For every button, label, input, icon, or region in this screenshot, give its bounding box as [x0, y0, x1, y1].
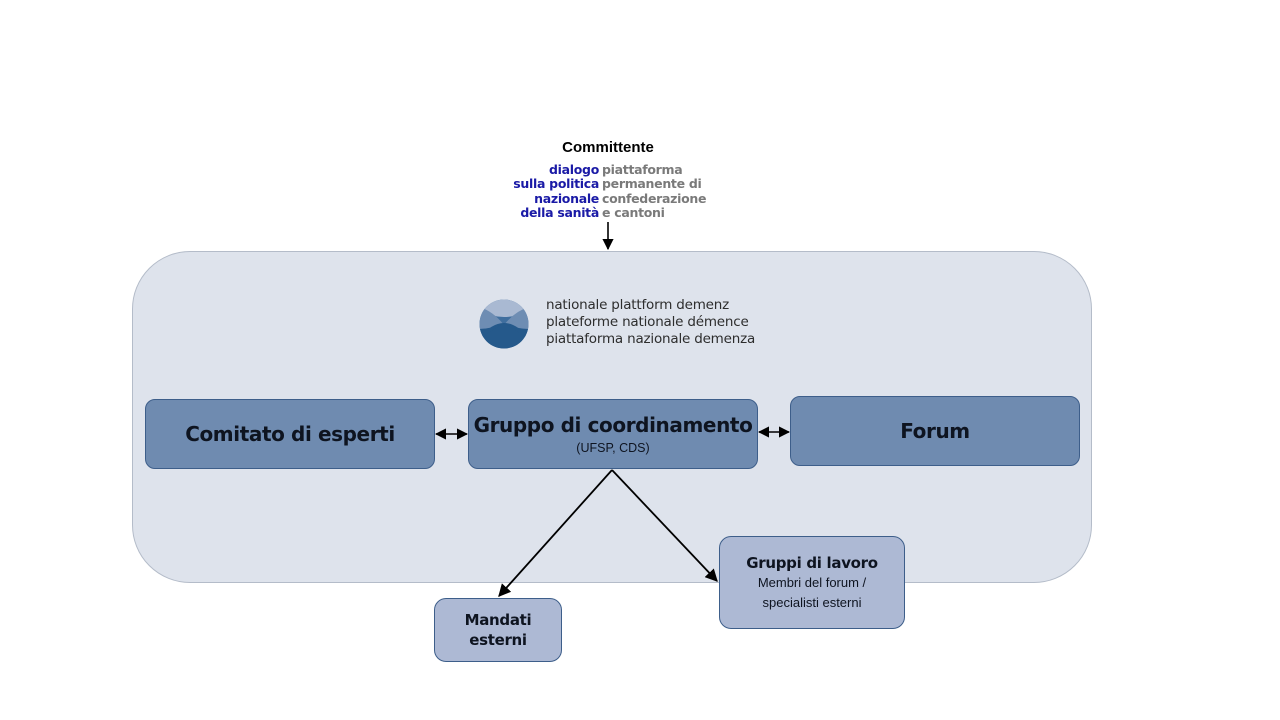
node-gruppo-di-coordinamento: Gruppo di coordinamento (UFSP, CDS) — [468, 399, 758, 469]
dialogo-logo-row: nazionale confederazione — [480, 190, 740, 206]
platform-globe-icon — [479, 299, 529, 349]
node-title: Gruppo di coordinamento — [473, 413, 753, 437]
dialogo-logo-left: della sanità — [520, 205, 599, 221]
dialogo-logo-row: dialogo piattaforma — [480, 162, 740, 177]
node-subtitle-line1: Membri del forum / — [757, 574, 867, 590]
dialogo-logo: dialogo piattaforma sulla politica perma… — [480, 162, 740, 221]
platform-name-de: nationale plattform demenz — [546, 297, 730, 313]
dialogo-logo-left: sulla politica — [513, 176, 599, 192]
node-title: Forum — [900, 419, 970, 443]
node-title: Gruppi di lavoro — [746, 553, 878, 572]
node-mandati-esterni: Mandati esterni — [434, 598, 562, 662]
dialogo-logo-left: nazionale — [534, 190, 599, 206]
node-title-line1: Mandati — [464, 611, 532, 629]
node-subtitle-line2: specialisti esterni — [762, 594, 862, 610]
platform-name: nationale plattform demenz plateforme na… — [546, 297, 755, 348]
dialogo-logo-row: sulla politica permanente di — [480, 176, 740, 192]
node-forum: Forum — [790, 396, 1080, 466]
commissioner-title: Committente — [562, 139, 654, 156]
dialogo-logo-right: permanente di — [602, 176, 702, 192]
dialogo-logo-right: confederazione — [602, 190, 707, 206]
node-title-line2: esterni — [469, 631, 527, 649]
dialogo-logo-left: dialogo — [549, 162, 599, 177]
node-gruppi-di-lavoro: Gruppi di lavoro Membri del forum / spec… — [719, 536, 905, 629]
node-subtitle: (UFSP, CDS) — [576, 441, 650, 455]
dialogo-logo-right: piattaforma — [602, 162, 683, 177]
node-comitato-di-esperti: Comitato di esperti — [145, 399, 435, 469]
platform-name-fr: plateforme nationale démence — [546, 314, 749, 330]
dialogo-logo-right: e cantoni — [602, 205, 665, 221]
dialogo-logo-row: della sanità e cantoni — [480, 205, 740, 221]
node-title: Comitato di esperti — [185, 422, 395, 446]
platform-name-it: piattaforma nazionale demenza — [546, 331, 756, 347]
